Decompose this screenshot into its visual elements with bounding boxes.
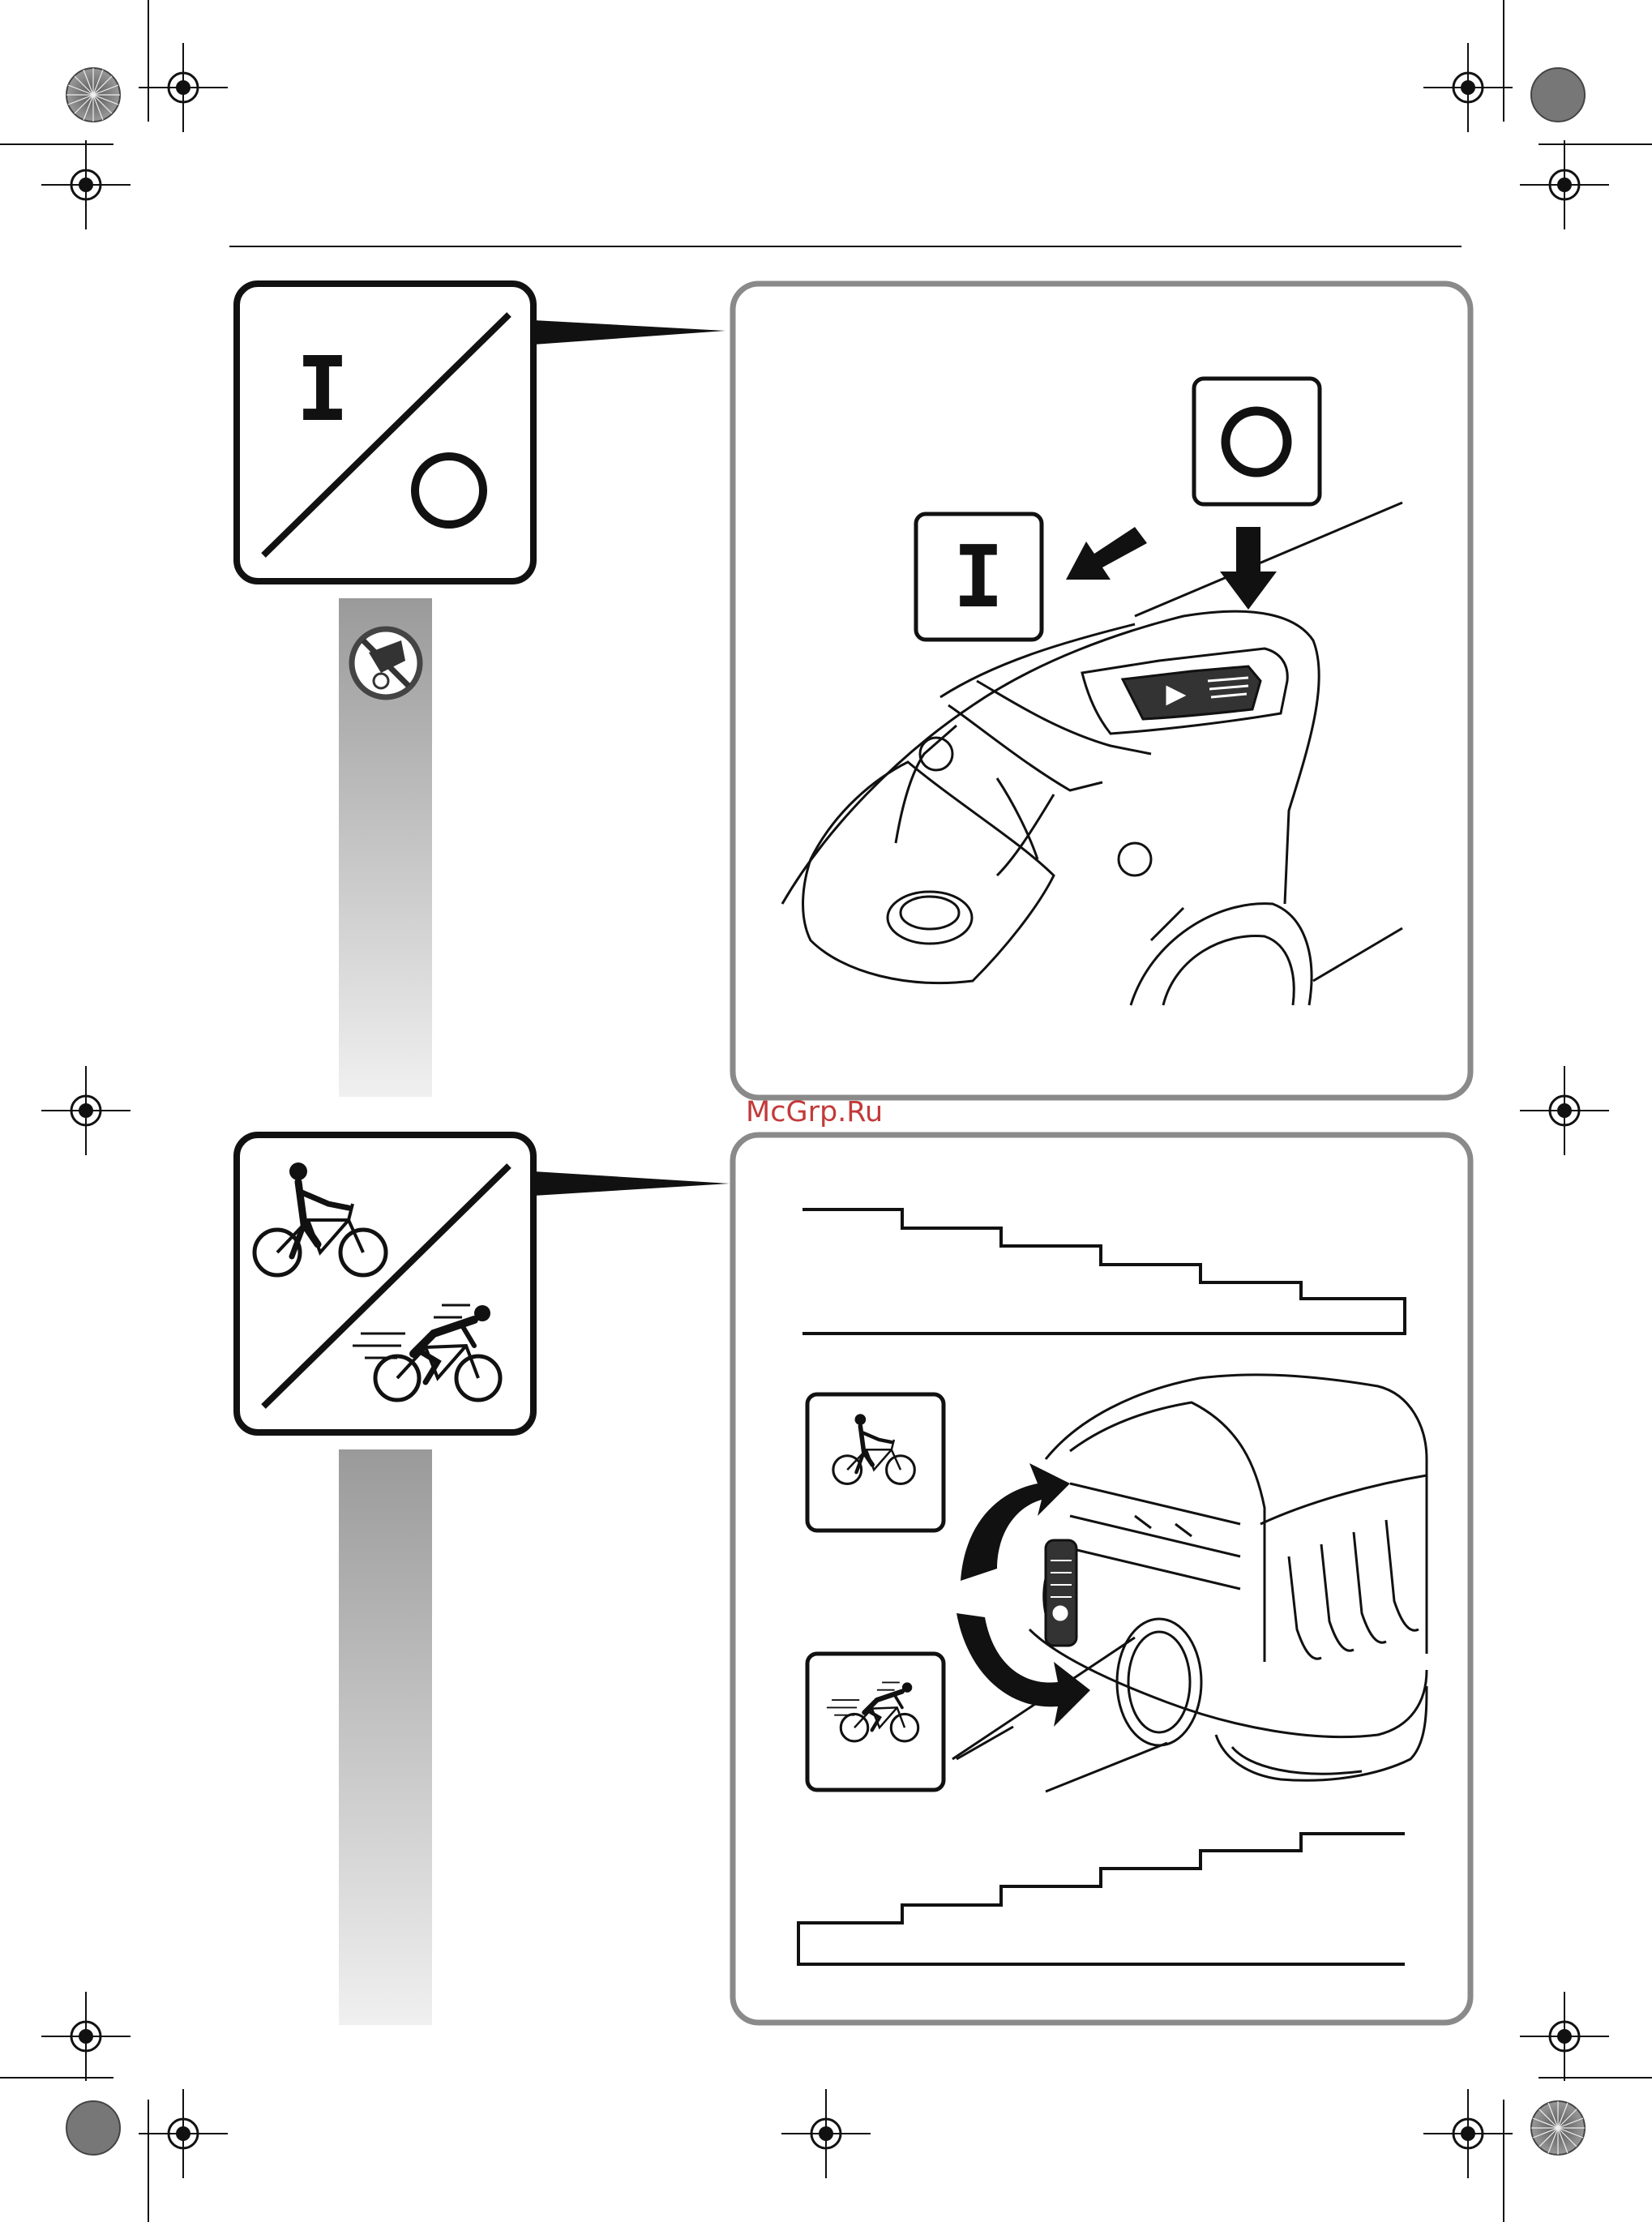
registration-mark-icon: [66, 68, 120, 122]
registration-mark-icon: [1423, 2089, 1513, 2178]
registration-mark-icon: [41, 140, 131, 229]
gray-bar-2: [339, 1449, 432, 2025]
callout-off-box: [1194, 379, 1320, 504]
callout-pointer: [533, 320, 725, 345]
on-off-symbol-box: I: [237, 284, 533, 581]
registration-mark-icon: [1520, 1992, 1609, 2081]
registration-mark-icon: [1423, 43, 1513, 132]
registration-mark-icon: [1531, 68, 1585, 122]
speed-slow-box: [807, 1394, 944, 1531]
registration-mark-icon: [1531, 2101, 1585, 2155]
registration-mark-icon: [66, 2101, 120, 2155]
registration-mark-icon: [41, 1992, 131, 2081]
speed-symbol-box: [237, 1135, 533, 1432]
watermark-overlay: [746, 1090, 924, 1131]
callout-on-box: I: [916, 514, 1042, 640]
speed-illustration-frame: [733, 1135, 1470, 2023]
registration-mark-icon: [781, 2089, 871, 2178]
registration-mark-icon: [41, 1066, 131, 1155]
callout-pointer: [533, 1171, 730, 1196]
no-hand-on-disc-icon: [352, 629, 420, 697]
registration-mark-icon: [1520, 140, 1609, 229]
on-off-illustration-frame: [733, 284, 1470, 1098]
registration-mark-icon: [139, 2089, 228, 2178]
speed-fast-box: [807, 1654, 944, 1790]
symbol-on-text: I: [296, 337, 349, 441]
registration-mark-icon: [139, 43, 228, 132]
registration-mark-icon: [1520, 1066, 1609, 1155]
callout-on-text: I: [952, 528, 1004, 627]
